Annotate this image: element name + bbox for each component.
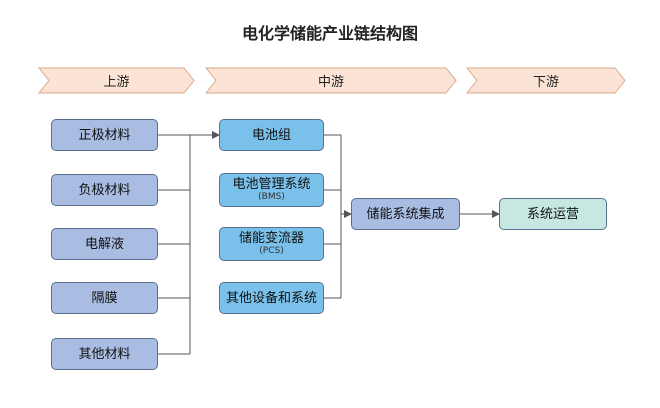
operation-label: 系统运营 [526,206,579,222]
operation-box: 系统运营 [499,198,607,230]
diagram-title: 电化学储能产业链结构图 [241,24,418,43]
upstream-item-label: 隔膜 [91,290,118,306]
midstream-item-label: 其他设备和系统 [225,290,317,306]
stage-downstream-arrow-shape [466,67,626,94]
midstream-item-label: 电池管理系统 [232,177,311,192]
stage-midstream-label: 中游 [317,75,344,90]
stage-upstream: 上游 [38,67,195,94]
midstream-item-other-equipment: 其他设备和系统 [219,282,324,314]
midstream-item-label: 电池组 [251,127,291,143]
upstream-item-anode-material: 负极材料 [51,174,158,206]
upstream-item-cathode-material: 正极材料 [51,119,158,151]
midstream-item-sublabel: (BMS) [258,192,285,202]
stage-downstream-label: 下游 [532,75,559,90]
midstream-item-bms: 电池管理系统 (BMS) [219,173,324,207]
upstream-item-other-materials: 其他材料 [51,338,158,370]
upstream-item-label: 其他材料 [78,346,131,362]
stage-upstream-label: 上游 [103,75,130,90]
integration-label: 储能系统集成 [366,206,445,222]
midstream-item-sublabel: (PCS) [259,246,284,256]
upstream-item-electrolyte: 电解液 [51,228,158,260]
upstream-item-separator: 隔膜 [51,282,158,314]
midstream-item-label: 储能变流器 [238,231,304,246]
upstream-item-label: 正极材料 [78,127,131,143]
stage-downstream: 下游 [466,67,626,94]
integration-box: 储能系统集成 [351,198,460,230]
midstream-item-pcs: 储能变流器 (PCS) [219,227,324,261]
stage-midstream: 中游 [205,67,457,94]
stage-upstream-arrow-shape [38,67,195,94]
midstream-item-battery-pack: 电池组 [219,119,324,151]
stage-midstream-arrow-shape [205,67,457,94]
upstream-item-label: 电解液 [84,236,124,252]
upstream-item-label: 负极材料 [78,182,131,198]
